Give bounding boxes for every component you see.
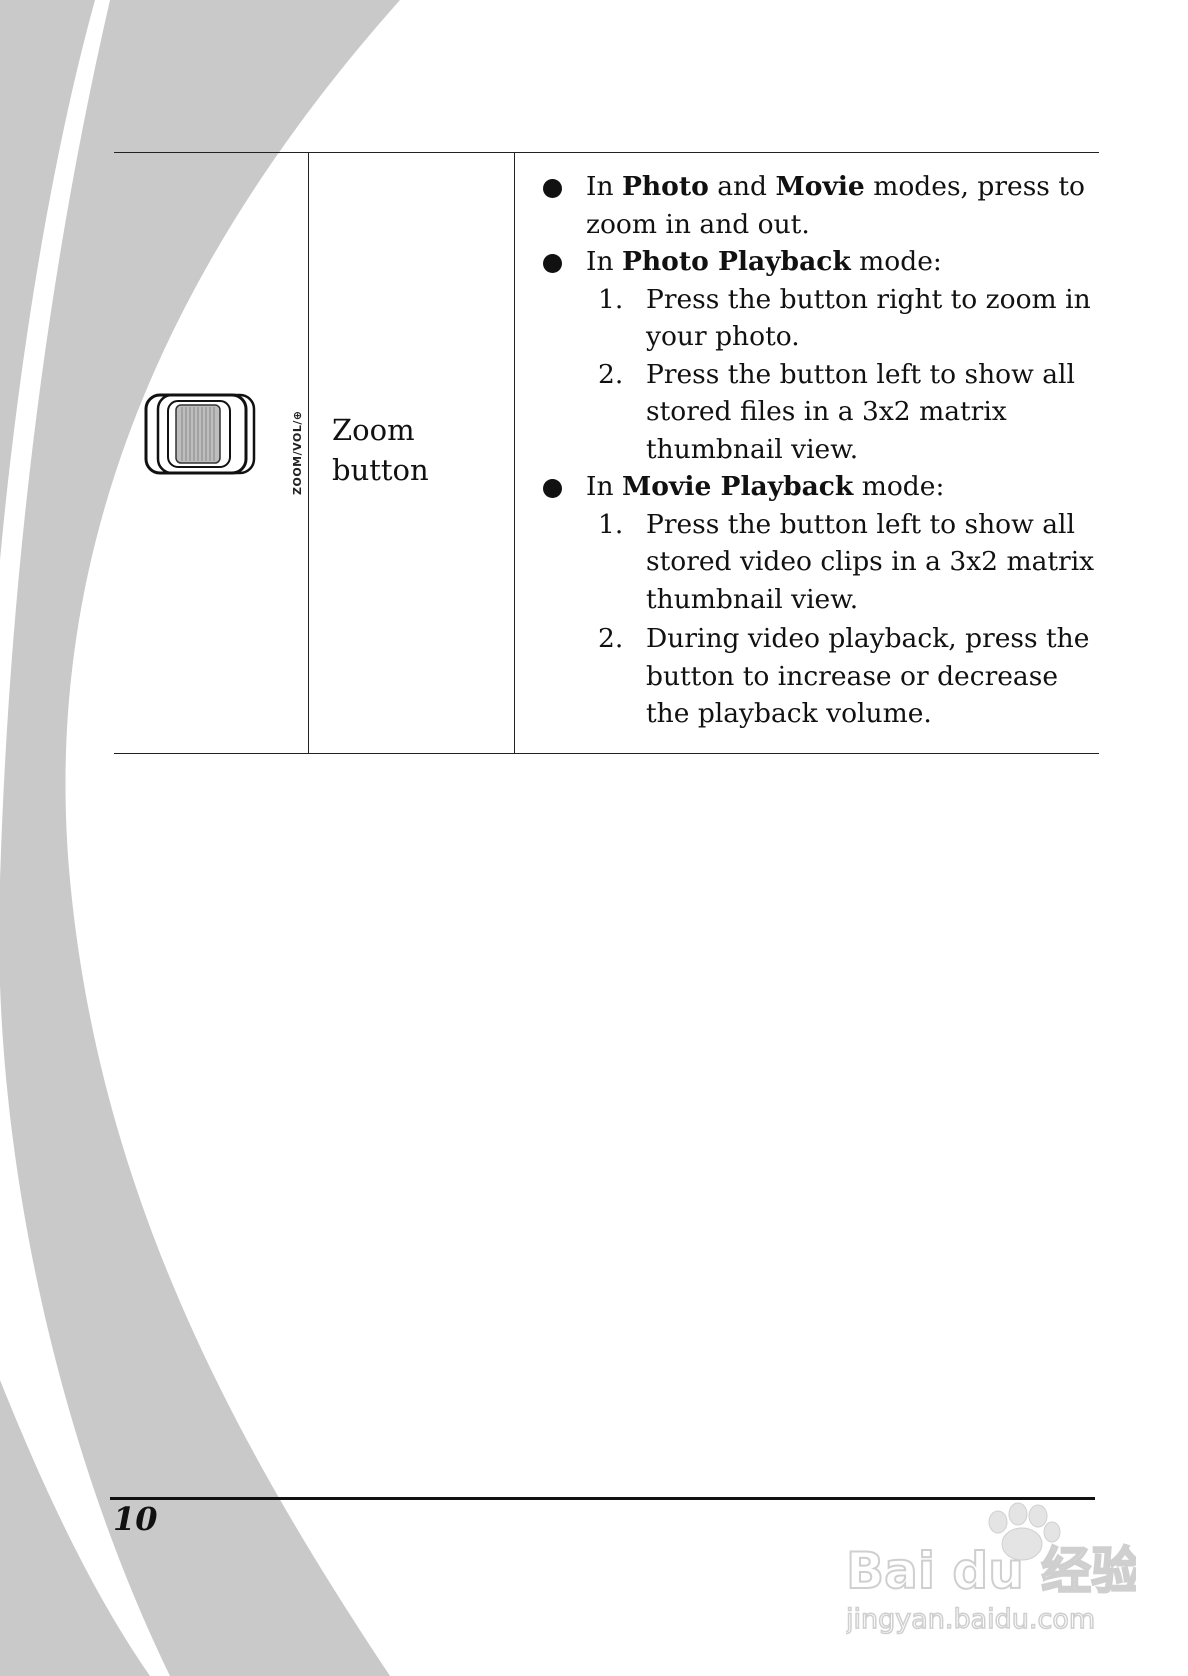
bullet-item: In Photo and Movie modes, press to zoom … <box>538 168 1098 243</box>
baidu-watermark: Bai du 经验 jingyan.baidu.com <box>846 1502 1136 1636</box>
column-divider <box>308 153 309 753</box>
switch-label: ZOOM/VOL/⊕ <box>291 410 304 495</box>
watermark-url: jingyan.baidu.com <box>846 1604 1095 1635</box>
description-cell: In Photo and Movie modes, press to zoom … <box>538 168 1098 733</box>
bullet-item: In Movie Playback mode: <box>538 468 1098 506</box>
zoom-switch-icon <box>144 393 256 475</box>
button-name: Zoom button <box>332 413 429 487</box>
icon-cell: ZOOM/VOL/⊕ <box>144 393 304 513</box>
page-number: 10 <box>113 1500 158 1538</box>
numbered-item: 2. Press the button left to show all sto… <box>598 358 1075 465</box>
bullet-icon <box>543 479 562 498</box>
column-divider <box>514 153 515 753</box>
numbered-item: 1. Press the button right to zoom in you… <box>598 283 1091 353</box>
watermark-brand: Bai du 经验 <box>846 1542 1136 1600</box>
bullet-icon <box>543 179 562 198</box>
bullet-item: In Photo Playback mode: <box>538 243 1098 281</box>
numbered-item: 2. During video playback, press the butt… <box>598 623 1090 729</box>
numbered-item: 1. Press the button left to show all sto… <box>598 508 1095 615</box>
footer-rule <box>110 1497 1095 1500</box>
bullet-icon <box>543 254 562 273</box>
button-description-table: ZOOM/VOL/⊕ Zoom button In Photo and Movi… <box>114 152 1099 754</box>
